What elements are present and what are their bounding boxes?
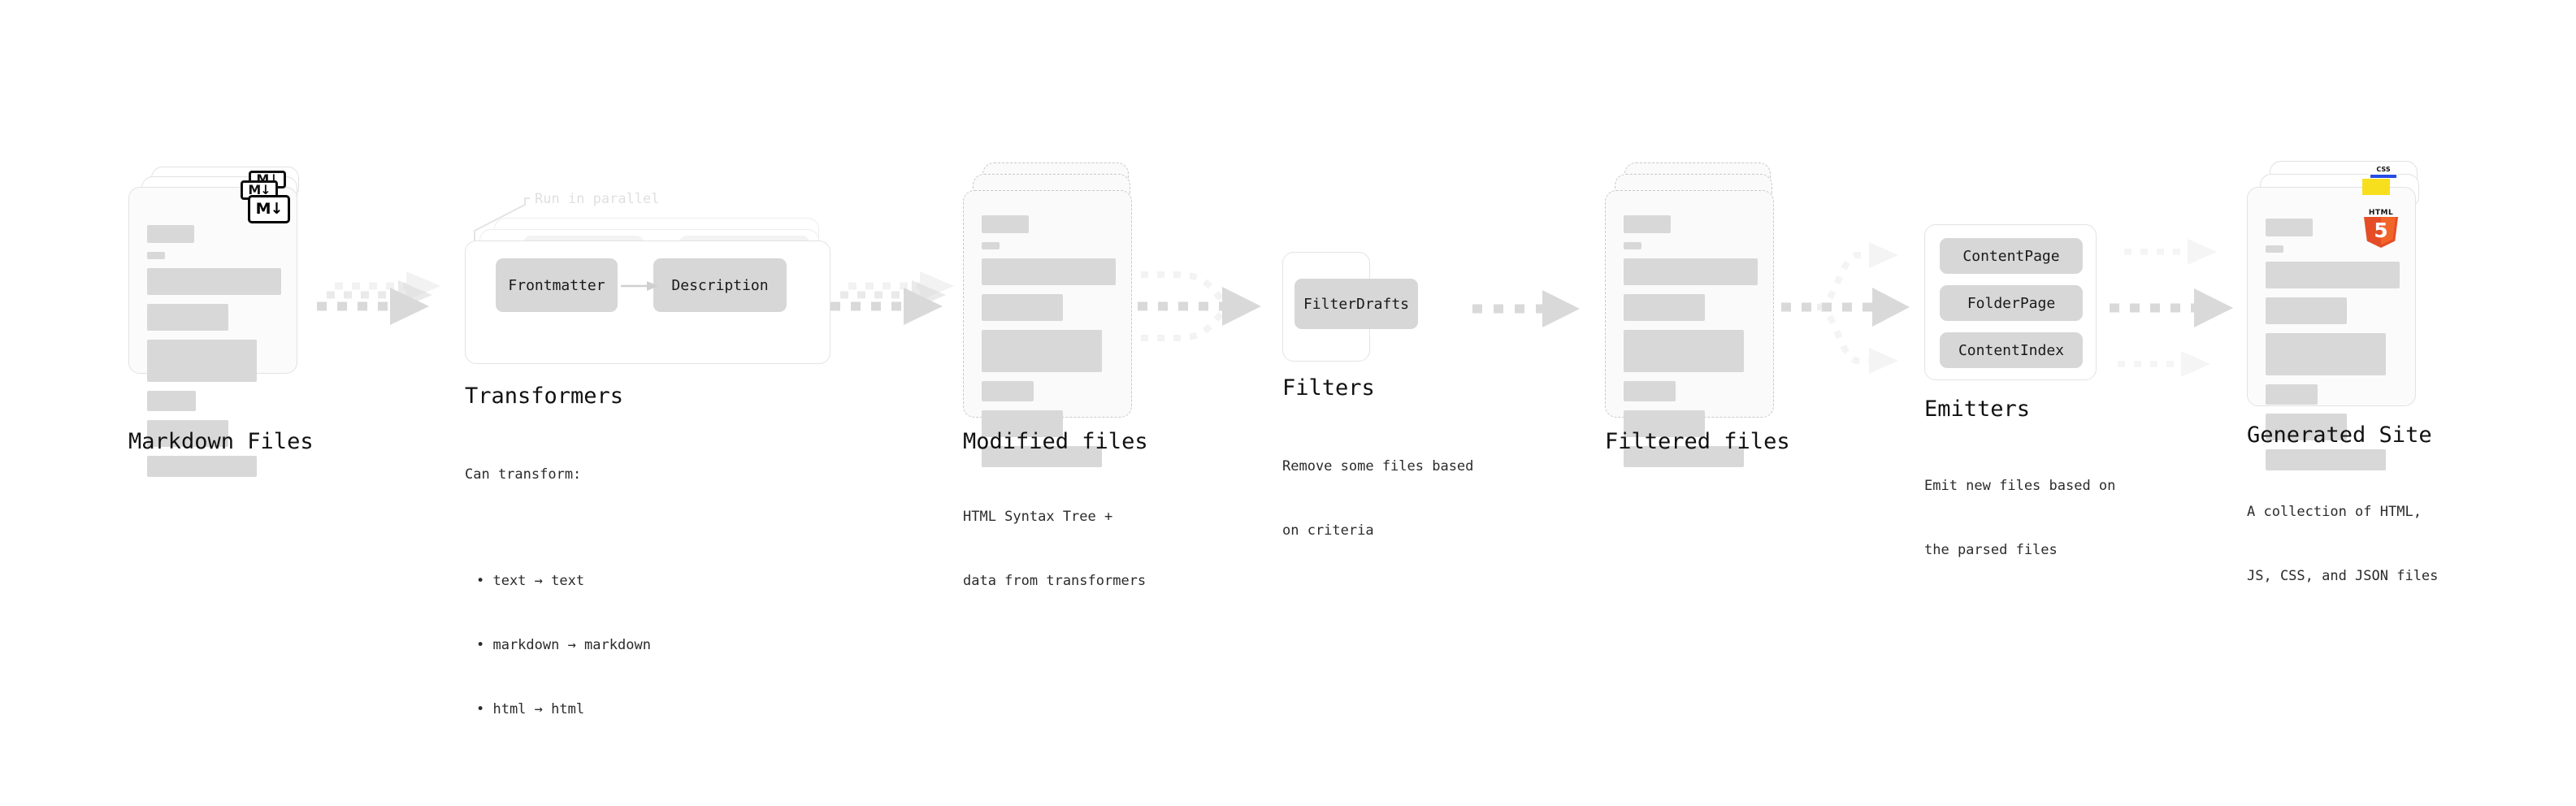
html5-icon: HTML 5 [2364,209,2398,248]
emitters-node-contentpage[interactable]: ContentPage [1940,238,2083,274]
filters-caption: Remove some files based on criteria [1282,413,1473,584]
generated-site-caption: A collection of HTML, JS, CSS, and JSON … [2247,458,2438,630]
filters-title: Filters [1282,375,1375,401]
site-doc-placeholder-lines [2266,219,2400,479]
html5-icon-word: HTML [2368,209,2394,217]
html5-icon-glyph: 5 [2374,219,2388,242]
js-icon [2362,179,2390,195]
css-icon: CSS [2369,166,2398,180]
transformers-node-label: Description [671,276,769,294]
generated-site-title: Generated Site [2247,422,2432,448]
markdown-icon-label: M↓ [255,200,284,218]
emitters-node-contentindex[interactable]: ContentIndex [1940,332,2083,368]
emitters-caption: Emit new files based on the parsed files [1924,432,2115,604]
run-in-parallel-label: Run in parallel [535,191,660,207]
filters-node-filterdrafts[interactable]: FilterDrafts [1295,279,1418,329]
emitters-caption-line: the parsed files [1924,541,2058,558]
markdown-files-title: Markdown Files [128,429,314,454]
filters-node-label: FilterDrafts [1303,295,1410,313]
transformers-caption-heading: Can transform: [465,466,582,483]
filters-caption-line: Remove some files based [1282,457,1474,474]
html5-icon-shield-inner [2381,217,2396,245]
arrow-filtered-to-emitters [1778,228,1924,390]
arrow-emitters-to-site [2110,229,2256,392]
transformers-caption-bullets: • text → text • markdown → markdown • ht… [476,528,651,764]
transformers-node-description[interactable]: Description [653,258,787,312]
emitters-caption-line: Emit new files based on [1924,477,2116,494]
markdown-icon: M↓ [248,195,290,223]
generated-site-stack: CSS HTML 5 [2247,161,2442,470]
filtered-doc-placeholder-lines [1624,215,1758,476]
transformers-internal-arrow [621,281,658,291]
markdown-files-stack: M↓ M↓ M↓ [128,167,323,477]
run-in-parallel-bracket [471,195,577,252]
filtered-files-stack [1605,162,1792,467]
markdown-icon-label: M↓ [248,182,271,197]
emitters-node-label: ContentPage [1962,247,2060,265]
transformers-title: Transformers [465,384,624,409]
emitters-box: ContentPage FolderPage ContentIndex [1924,224,2097,380]
markdown-doc-placeholder-lines [147,225,281,486]
filtered-doc-front [1605,190,1774,467]
transformers-bullet: • markdown → markdown [476,637,651,654]
transformers-group: Frontmatter Description [465,218,839,396]
modified-doc-placeholder-lines [982,215,1116,476]
modified-files-stack [963,162,1150,467]
filters-caption-line: on criteria [1282,522,1374,539]
modified-doc-front [963,190,1132,467]
emitters-node-label: ContentIndex [1958,341,2065,359]
modified-files-caption: HTML Syntax Tree + data from transformer… [963,463,1146,635]
transformers-bullet: • html → html [476,701,585,718]
css-icon-label: CSS [2376,166,2391,173]
pipeline-diagram: M↓ M↓ M↓ Markdown Files [128,161,2442,717]
transformers-node-frontmatter[interactable]: Frontmatter [496,258,618,312]
modified-files-caption-line: HTML Syntax Tree + [963,508,1113,525]
arrow-modified-to-filters [1138,260,1276,358]
emitters-node-label: FolderPage [1967,294,2056,312]
transformers-bullet: • text → text [476,573,585,590]
filtered-files-title: Filtered files [1605,429,1790,454]
emitters-node-folderpage[interactable]: FolderPage [1940,285,2083,321]
modified-files-title: Modified files [963,429,1148,454]
transformers-caption: Can transform: • text → text • markdown … [465,421,651,806]
emitters-title: Emitters [1924,396,2031,422]
arrow-transformers-to-modified [822,268,969,349]
arrow-markdown-to-transformers [310,268,457,349]
css-icon-underline [2370,175,2396,178]
modified-files-caption-line: data from transformers [963,572,1147,589]
transformers-node-label: Frontmatter [508,276,605,294]
filters-box: FilterDrafts [1282,252,1418,362]
generated-site-caption-line: A collection of HTML, [2247,503,2422,520]
markdown-doc-front [128,187,297,477]
arrow-filters-to-filtered [1472,283,1594,340]
generated-site-caption-line: JS, CSS, and JSON files [2247,567,2439,584]
